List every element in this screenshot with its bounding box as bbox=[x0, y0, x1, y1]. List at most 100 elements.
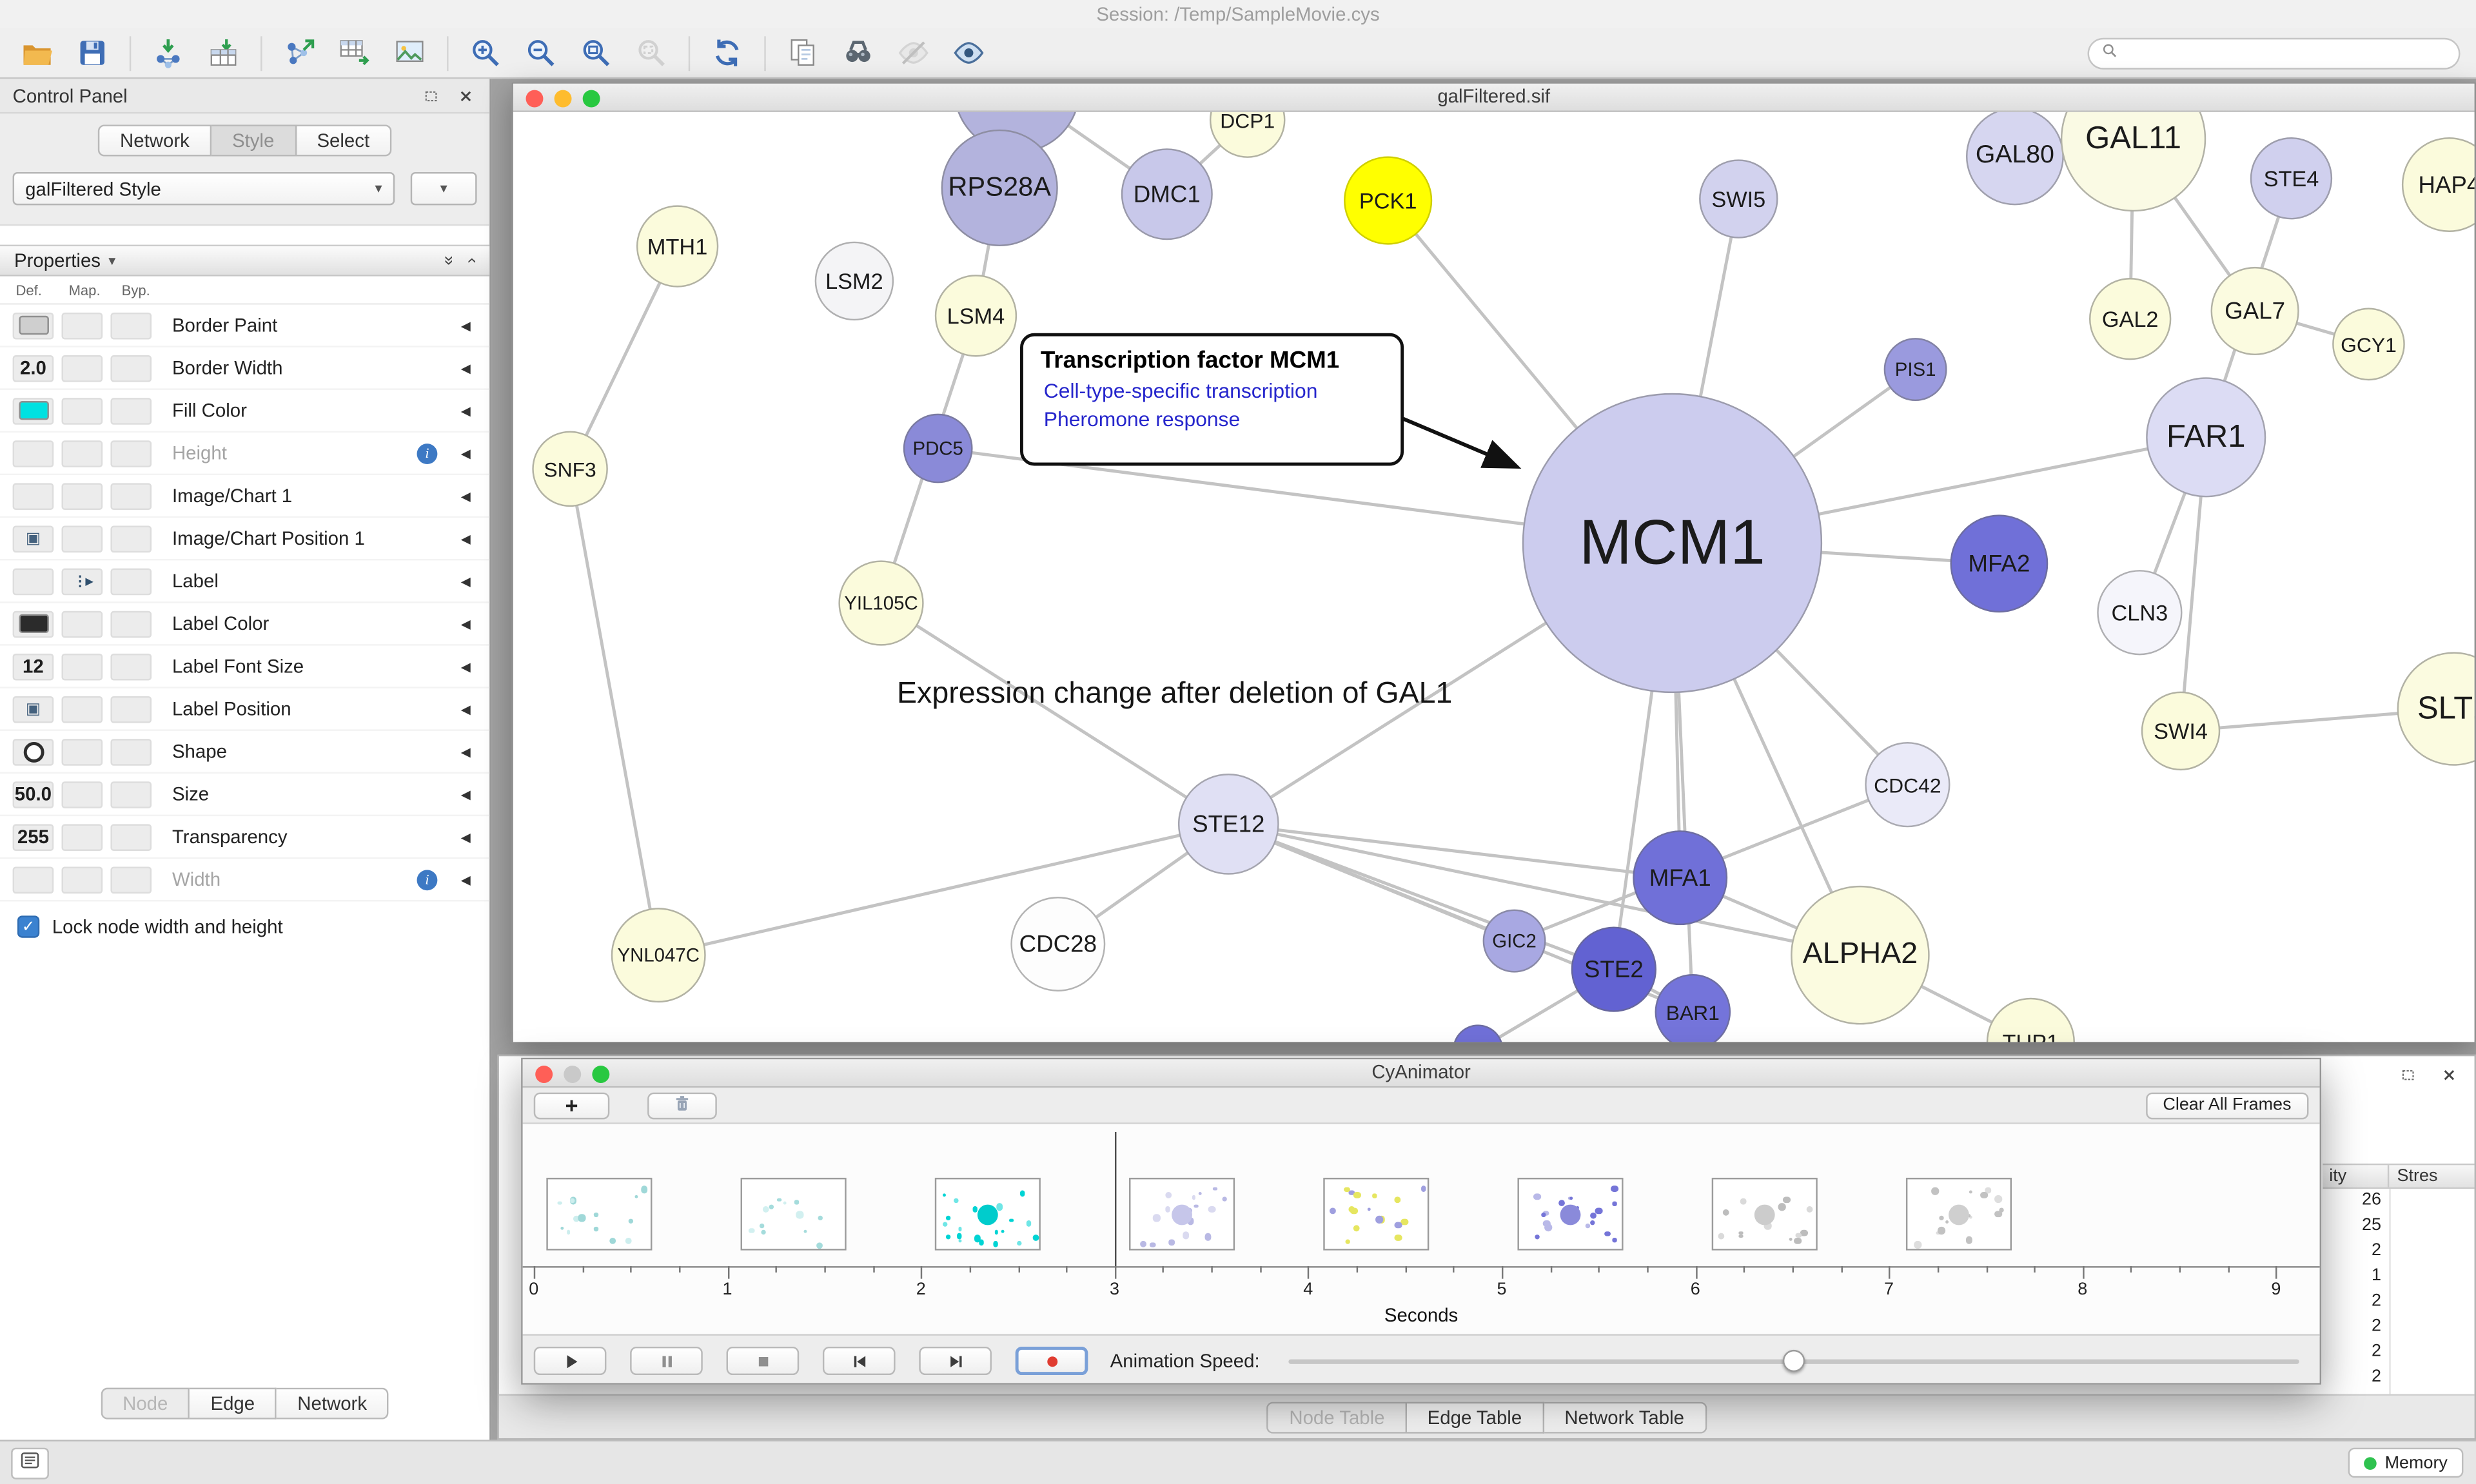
expand-arrow-icon[interactable]: ◀ bbox=[460, 488, 471, 503]
default-value-cell[interactable] bbox=[12, 610, 54, 638]
node-rps28a[interactable]: RPS28A bbox=[941, 129, 1058, 247]
clear-all-frames-button[interactable]: Clear All Frames bbox=[2145, 1091, 2309, 1119]
find-button[interactable] bbox=[830, 32, 886, 74]
panel-toggle-button[interactable] bbox=[11, 1447, 49, 1479]
node-alpha2[interactable]: ALPHA2 bbox=[1791, 885, 1930, 1025]
node-slt2[interactable]: SLT2 bbox=[2397, 652, 2475, 766]
annotation-box[interactable]: Transcription factor MCM1 Cell-type-spec… bbox=[1020, 333, 1404, 466]
bypass-cell[interactable] bbox=[110, 440, 152, 467]
frame-thumbnail-2[interactable] bbox=[934, 1177, 1041, 1251]
expand-arrow-icon[interactable]: ◀ bbox=[460, 872, 471, 887]
default-value-cell[interactable] bbox=[12, 737, 54, 765]
default-value-cell[interactable]: ▣ bbox=[12, 525, 54, 552]
tab-style[interactable]: Style bbox=[211, 124, 297, 157]
bypass-cell[interactable] bbox=[110, 866, 152, 893]
expand-icon[interactable]: › bbox=[462, 257, 482, 264]
float-panel-icon[interactable] bbox=[2395, 1064, 2419, 1085]
bypass-cell[interactable] bbox=[110, 482, 152, 509]
frame-thumbnail-0[interactable] bbox=[546, 1177, 653, 1251]
table-row[interactable]: 25 bbox=[2323, 1214, 2474, 1239]
default-value-cell[interactable] bbox=[12, 567, 54, 595]
node-pis1[interactable]: PIS1 bbox=[1883, 338, 1947, 402]
property-row-label-position[interactable]: ▣Label Position◀ bbox=[0, 688, 490, 731]
node-cln3[interactable]: CLN3 bbox=[2097, 570, 2183, 656]
default-value-cell[interactable]: 255 bbox=[12, 823, 54, 850]
tab-select[interactable]: Select bbox=[296, 124, 392, 157]
node-mfa2[interactable]: MFA2 bbox=[1950, 514, 2049, 613]
expand-arrow-icon[interactable]: ◀ bbox=[460, 360, 471, 375]
expand-arrow-icon[interactable]: ◀ bbox=[460, 829, 471, 844]
tab-network[interactable]: Network bbox=[97, 124, 212, 157]
bypass-cell[interactable] bbox=[110, 311, 152, 339]
default-value-cell[interactable] bbox=[12, 440, 54, 467]
zoom-fit-button[interactable] bbox=[569, 32, 624, 74]
node-gcy1[interactable]: GCY1 bbox=[2332, 308, 2405, 381]
save-session-button[interactable] bbox=[64, 32, 120, 74]
node-cdc42[interactable]: CDC42 bbox=[1865, 742, 1950, 828]
bypass-cell[interactable] bbox=[110, 695, 152, 723]
mapping-cell[interactable] bbox=[61, 781, 103, 808]
network-window-titlebar[interactable]: galFiltered.sif bbox=[513, 83, 2475, 112]
table-column-ity[interactable]: ity bbox=[2323, 1165, 2390, 1187]
mapping-cell[interactable] bbox=[61, 311, 103, 339]
default-value-cell[interactable] bbox=[12, 482, 54, 509]
table-row[interactable]: 2 bbox=[2323, 1239, 2474, 1264]
snapshot-button[interactable] bbox=[775, 32, 830, 74]
close-panel-icon[interactable] bbox=[453, 85, 477, 106]
close-window-icon[interactable] bbox=[535, 1066, 553, 1084]
zoom-selected-button[interactable] bbox=[624, 32, 679, 74]
expand-arrow-icon[interactable]: ◀ bbox=[460, 701, 471, 716]
property-row-shape[interactable]: Shape◀ bbox=[0, 731, 490, 774]
node-dmc1[interactable]: DMC1 bbox=[1121, 148, 1213, 240]
show-details-button[interactable] bbox=[941, 32, 997, 74]
expand-arrow-icon[interactable]: ◀ bbox=[460, 744, 471, 759]
slider-thumb[interactable] bbox=[1782, 1349, 1805, 1372]
zoom-window-icon[interactable] bbox=[592, 1066, 610, 1084]
bypass-cell[interactable] bbox=[110, 610, 152, 638]
mapping-cell[interactable]: ⋮▸ bbox=[61, 567, 103, 595]
property-row-label-color[interactable]: Label Color◀ bbox=[0, 603, 490, 646]
close-panel-icon[interactable] bbox=[2437, 1064, 2461, 1085]
bypass-cell[interactable] bbox=[110, 823, 152, 850]
node-nclip2[interactable] bbox=[1453, 1024, 1504, 1042]
pause-button[interactable] bbox=[630, 1346, 703, 1376]
table-column-headers[interactable]: ity Stres bbox=[2323, 1163, 2475, 1189]
table-column-stress[interactable]: Stres bbox=[2397, 1166, 2438, 1186]
annotation-link[interactable]: Cell-type-specific transcription bbox=[1043, 378, 1318, 403]
node-mth1[interactable]: MTH1 bbox=[636, 205, 719, 288]
bypass-cell[interactable] bbox=[110, 567, 152, 595]
style-options-button[interactable]: ▾ bbox=[410, 171, 477, 206]
default-value-cell[interactable] bbox=[12, 396, 54, 424]
default-value-cell[interactable]: 12 bbox=[12, 652, 54, 680]
expand-arrow-icon[interactable]: ◀ bbox=[460, 531, 471, 546]
skip-end-button[interactable] bbox=[919, 1346, 992, 1376]
playhead[interactable] bbox=[1114, 1131, 1116, 1267]
node-pck1[interactable]: PCK1 bbox=[1344, 156, 1433, 245]
play-button[interactable] bbox=[533, 1346, 607, 1376]
mapping-cell[interactable] bbox=[61, 610, 103, 638]
default-value-cell[interactable]: 2.0 bbox=[12, 354, 54, 382]
stop-button[interactable] bbox=[726, 1346, 800, 1376]
import-table-button[interactable] bbox=[196, 32, 251, 74]
mapping-cell[interactable] bbox=[61, 695, 103, 723]
bypass-cell[interactable] bbox=[110, 737, 152, 765]
expand-arrow-icon[interactable]: ◀ bbox=[460, 574, 471, 589]
node-far1[interactable]: FAR1 bbox=[2146, 377, 2266, 498]
search-input[interactable] bbox=[2125, 44, 2448, 63]
node-gic2[interactable]: GIC2 bbox=[1482, 909, 1546, 973]
close-window-icon[interactable] bbox=[526, 90, 544, 108]
node-ste12[interactable]: STE12 bbox=[1177, 774, 1279, 875]
node-mfa1[interactable]: MFA1 bbox=[1633, 830, 1728, 926]
table-row[interactable]: 2 bbox=[2323, 1315, 2474, 1340]
node-ste4[interactable]: STE4 bbox=[2250, 137, 2333, 220]
tab-network-table[interactable]: Network Table bbox=[1544, 1401, 1707, 1433]
table-row[interactable]: 2 bbox=[2323, 1340, 2474, 1365]
delete-frame-button[interactable] bbox=[647, 1091, 717, 1119]
minimize-window-icon[interactable] bbox=[554, 90, 572, 108]
node-lsm2[interactable]: LSM2 bbox=[814, 241, 894, 321]
table-row[interactable]: 2 bbox=[2323, 1391, 2474, 1394]
